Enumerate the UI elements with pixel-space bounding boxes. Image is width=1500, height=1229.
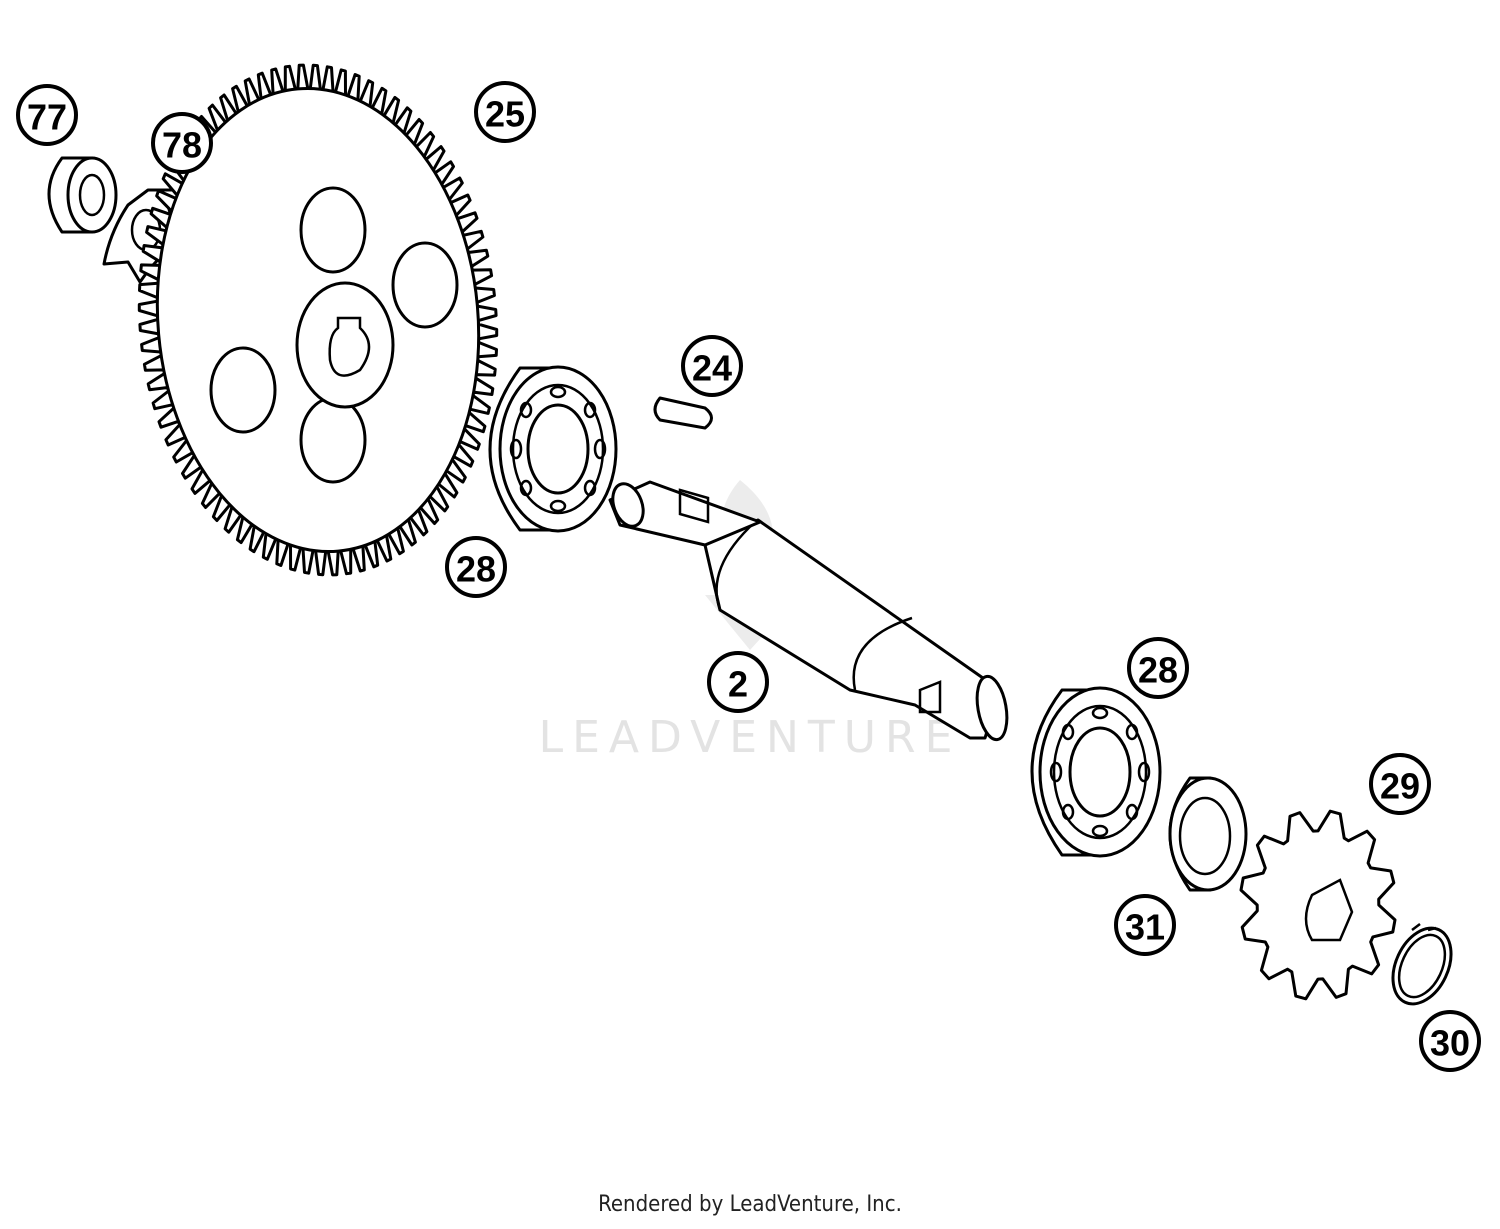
callout-78: 78	[151, 112, 213, 174]
svg-text:28: 28	[1138, 650, 1178, 691]
watermark-text: LEADVENTURE	[539, 712, 962, 763]
bushing-part-77[interactable]	[47, 156, 118, 234]
callout-2: 2	[707, 651, 769, 713]
svg-text:2: 2	[728, 664, 748, 705]
circlip-part-30[interactable]	[1382, 919, 1463, 1013]
svg-text:78: 78	[162, 125, 202, 166]
svg-text:25: 25	[485, 94, 525, 135]
svg-text:24: 24	[692, 348, 732, 389]
svg-text:31: 31	[1125, 907, 1165, 948]
callout-30: 30	[1419, 1010, 1481, 1072]
svg-text:29: 29	[1380, 766, 1420, 807]
callout-29: 29	[1369, 753, 1431, 815]
key-part-24[interactable]	[653, 396, 713, 430]
callout-77: 77	[16, 84, 78, 146]
callout-31: 31	[1114, 894, 1176, 956]
callout-25: 25	[474, 81, 536, 143]
spacer-part-31[interactable]	[1168, 776, 1248, 892]
bearing-balls-upper	[509, 385, 607, 513]
callout-28-upper: 28	[445, 536, 507, 598]
svg-text:77: 77	[27, 97, 67, 138]
sprocket-part-29[interactable]	[1239, 809, 1397, 1001]
rendered-by-footer: Rendered by LeadVenture, Inc.	[598, 1192, 902, 1217]
gear-part-25[interactable]	[137, 63, 499, 577]
bearing-balls-lower	[1049, 706, 1151, 838]
svg-text:30: 30	[1430, 1023, 1470, 1064]
bearing-part-28-lower[interactable]	[1030, 686, 1162, 858]
callout-28-lower: 28	[1127, 637, 1189, 699]
shaft-part-2[interactable]	[607, 480, 1011, 742]
callout-24: 24	[681, 335, 743, 397]
bearing-part-28-upper[interactable]	[488, 365, 618, 533]
svg-text:28: 28	[456, 549, 496, 590]
